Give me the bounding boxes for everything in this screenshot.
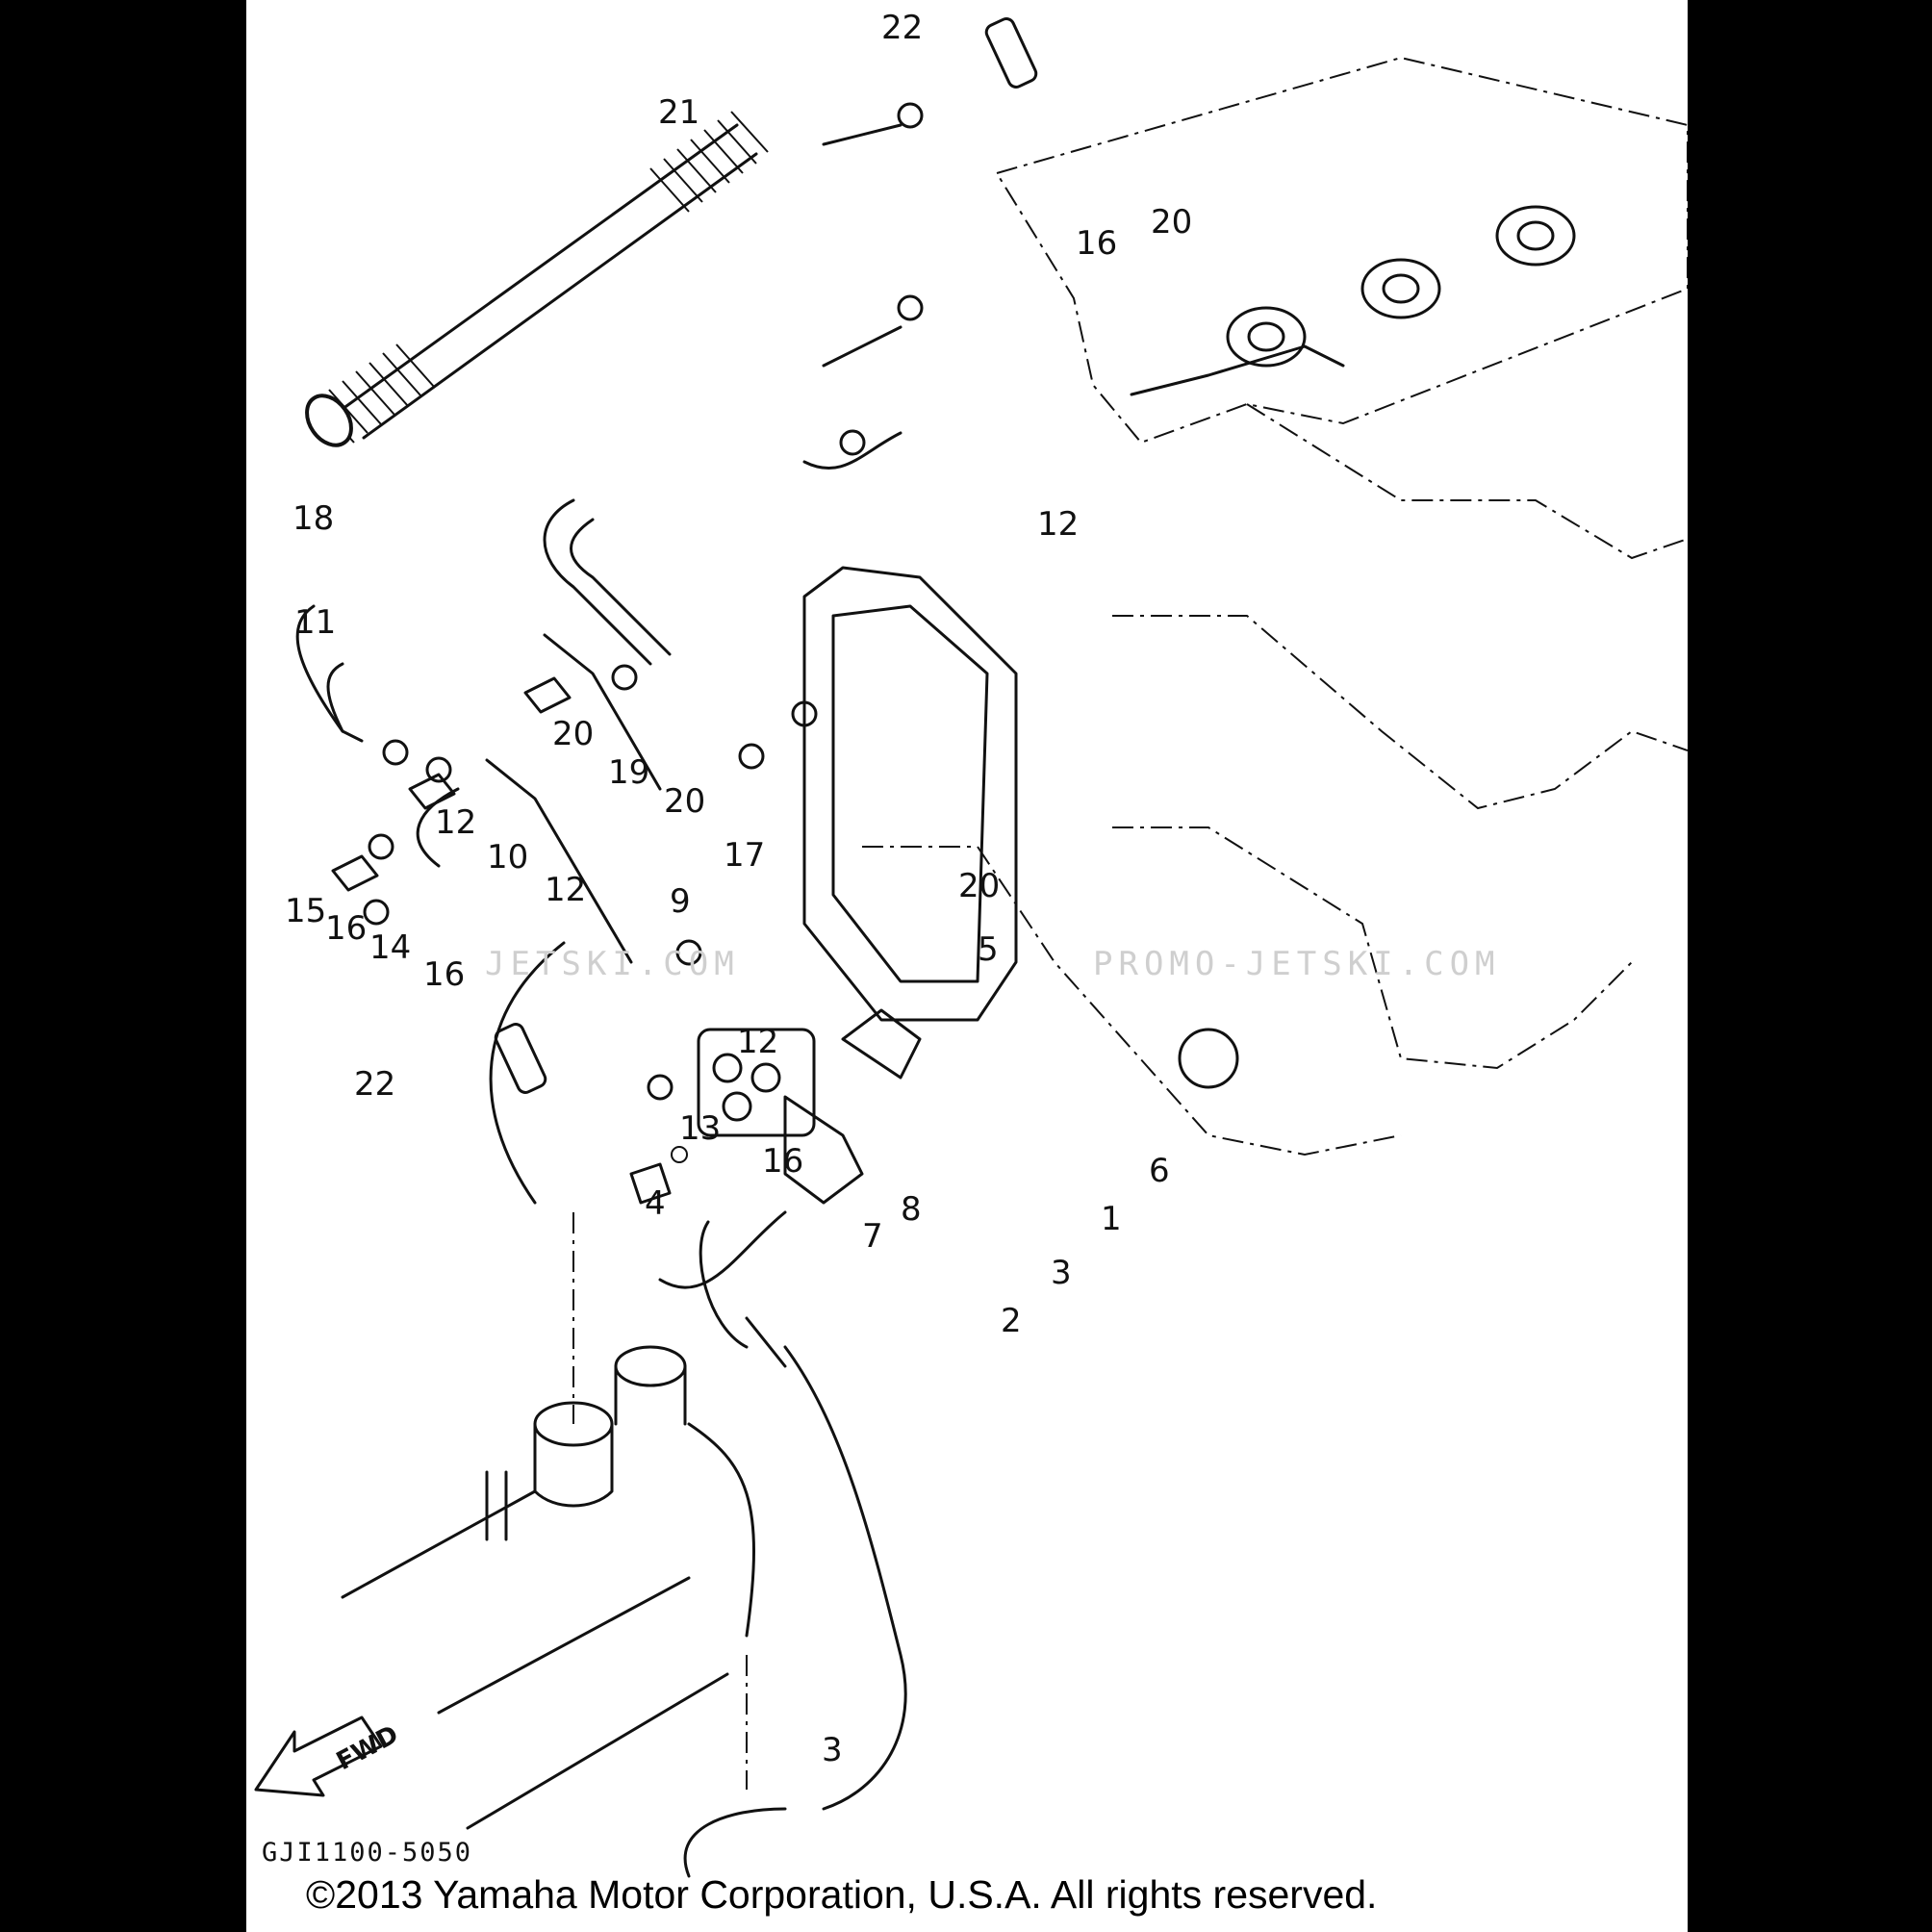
callout-14: 14	[369, 928, 412, 967]
callout-22-left: 22	[354, 1065, 396, 1104]
part-code: GJI1100-5050	[262, 1838, 473, 1868]
callout-16-a: 16	[1076, 224, 1118, 263]
callout-9: 9	[670, 882, 691, 921]
fwd-arrow	[254, 1716, 383, 1797]
clamps-and-valves	[331, 17, 1038, 1101]
watermark-jetski: JETSKI.COM	[485, 945, 740, 983]
part-21-rod	[305, 111, 769, 447]
callout-19: 18	[292, 499, 335, 538]
callout-1: 1	[1101, 1200, 1122, 1238]
callout-5: 5	[978, 930, 999, 969]
engine-block-outline	[802, 56, 1688, 1157]
callout-11: 11	[294, 603, 337, 642]
callout-3-a: 3	[1051, 1254, 1072, 1292]
callout-13: 13	[679, 1109, 722, 1148]
callout-10: 10	[487, 838, 529, 877]
callout-2: 2	[1001, 1302, 1022, 1340]
callout-12-a: 12	[1037, 505, 1080, 544]
copyright-notice: ©2013 Yamaha Motor Corporation, U.S.A. A…	[306, 1872, 1378, 1917]
oil-pump-assembly	[629, 1008, 1239, 1205]
oil-tank	[341, 1212, 755, 1830]
callout-15: 15	[285, 892, 327, 930]
callout-16-d: 16	[762, 1142, 804, 1181]
callout-21: 21	[658, 93, 700, 132]
callout-12-c: 12	[545, 871, 587, 909]
callout-20-b: 20	[552, 715, 595, 753]
callout-20-c: 20	[664, 782, 706, 821]
callout-12-b: 12	[435, 803, 477, 842]
parts-diagram-sheet: 22 21 20 16 12 18 11 20 19 20 12 10 12 1…	[246, 0, 1688, 1932]
callout-16-c: 16	[423, 955, 466, 994]
callout-8: 8	[901, 1190, 922, 1229]
callout-20-a: 20	[1151, 203, 1193, 242]
callout-22-top: 22	[881, 9, 924, 47]
watermark-promo-jetski: PROMO-JETSKI.COM	[1093, 945, 1501, 983]
callout-12-d: 12	[737, 1023, 779, 1061]
callout-7: 7	[862, 1217, 883, 1256]
parts-drawing	[254, 17, 1688, 1878]
callout-17: 17	[724, 836, 766, 875]
callout-6: 6	[1149, 1152, 1170, 1190]
callout-20-d: 20	[958, 867, 1001, 905]
hoses	[295, 123, 907, 1878]
callout-4: 4	[645, 1184, 666, 1223]
callout-3-b: 3	[822, 1731, 843, 1769]
callout-16-b: 16	[325, 909, 368, 948]
callout-18: 19	[608, 753, 650, 792]
